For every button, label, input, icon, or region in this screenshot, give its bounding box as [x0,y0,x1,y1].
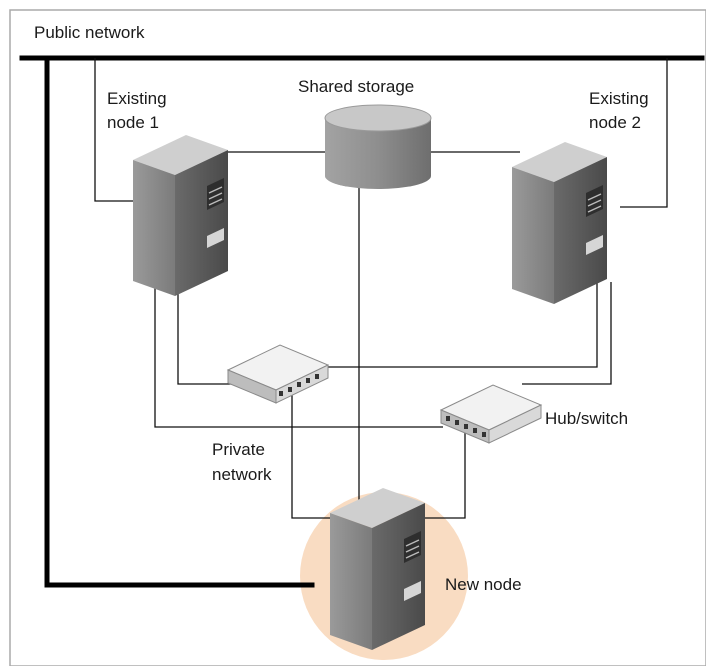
public-network-label: Public network [34,23,145,42]
private-network-label-line2: network [212,465,272,484]
existing-node-2-server-icon [512,142,607,304]
wire-node1-hub2 [154,275,443,428]
wire-node1-hub1 [177,275,232,385]
network-wires [94,58,668,519]
new-node-label: New node [445,575,522,594]
wire-hub2-node2 [522,282,612,385]
existing-node-2-label-line2: node 2 [589,113,641,132]
wire-hub2-newnode [420,427,466,519]
new-node-server-icon [330,488,425,650]
private-network-label-line1: Private [212,440,265,459]
shared-storage-label: Shared storage [298,77,414,96]
public-network-bus [19,55,705,588]
shared-storage-icon [324,104,432,189]
existing-node-2-label-line1: Existing [589,89,649,108]
wire-hub1-node2 [302,282,598,368]
existing-node-1-label-line1: Existing [107,89,167,108]
hub-switch-2-icon [439,384,543,444]
wire-public-node2 [620,58,668,208]
hub-switch-1-icon [226,344,330,404]
hub-switch-label: Hub/switch [545,409,628,428]
diagram-frame [9,9,706,666]
wire-hub1-newnode [291,392,340,519]
existing-node-1-label-line2: node 1 [107,113,159,132]
wire-public-node1 [94,58,133,202]
existing-node-1-server-icon [133,135,228,296]
